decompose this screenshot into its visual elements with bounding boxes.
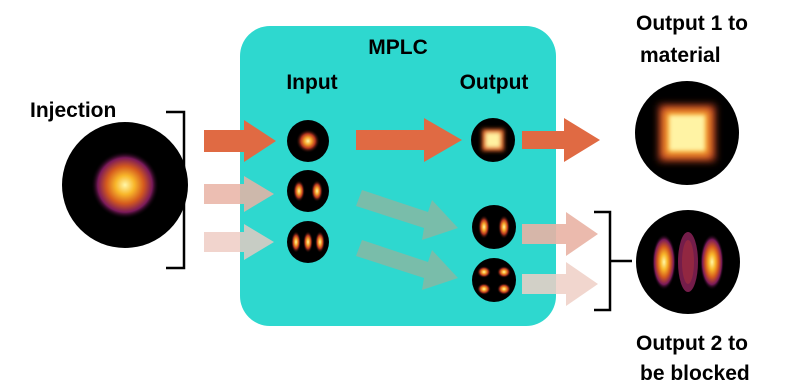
- arrow-output3-out: [522, 262, 598, 306]
- injection-label: Injection: [30, 99, 116, 122]
- output2-bracket: [594, 210, 632, 312]
- arrow-output1-to-material: [522, 118, 600, 162]
- arrow-input3-to-output3: [356, 240, 458, 290]
- arrow-injection-to-input-1: [204, 120, 276, 162]
- output-mode-3: [472, 258, 516, 302]
- output1-label-line1: Output 1 to: [636, 12, 748, 35]
- output1-mode: [635, 81, 739, 185]
- input-mode-3: [287, 221, 329, 263]
- output-mode-1: [471, 118, 515, 162]
- output-mode-2: [472, 205, 516, 249]
- arrow-output2-out: [522, 212, 598, 256]
- output2-label-line1: Output 2 to: [636, 332, 748, 355]
- output1-label-line2: material: [640, 44, 721, 67]
- output2-label-line2: be blocked: [640, 362, 750, 384]
- arrow-injection-to-input-3: [204, 224, 274, 260]
- input-mode-1: [287, 120, 329, 162]
- output2-mode: [636, 210, 740, 314]
- output-label: Output: [460, 71, 529, 94]
- injection-mode: [62, 122, 188, 248]
- input-mode-2: [287, 170, 329, 212]
- input-label: Input: [286, 71, 337, 94]
- arrow-injection-to-input-2: [204, 176, 274, 212]
- mplc-label: MPLC: [368, 36, 428, 59]
- arrow-input1-to-output1: [356, 118, 462, 162]
- arrow-input2-to-output2: [356, 190, 458, 240]
